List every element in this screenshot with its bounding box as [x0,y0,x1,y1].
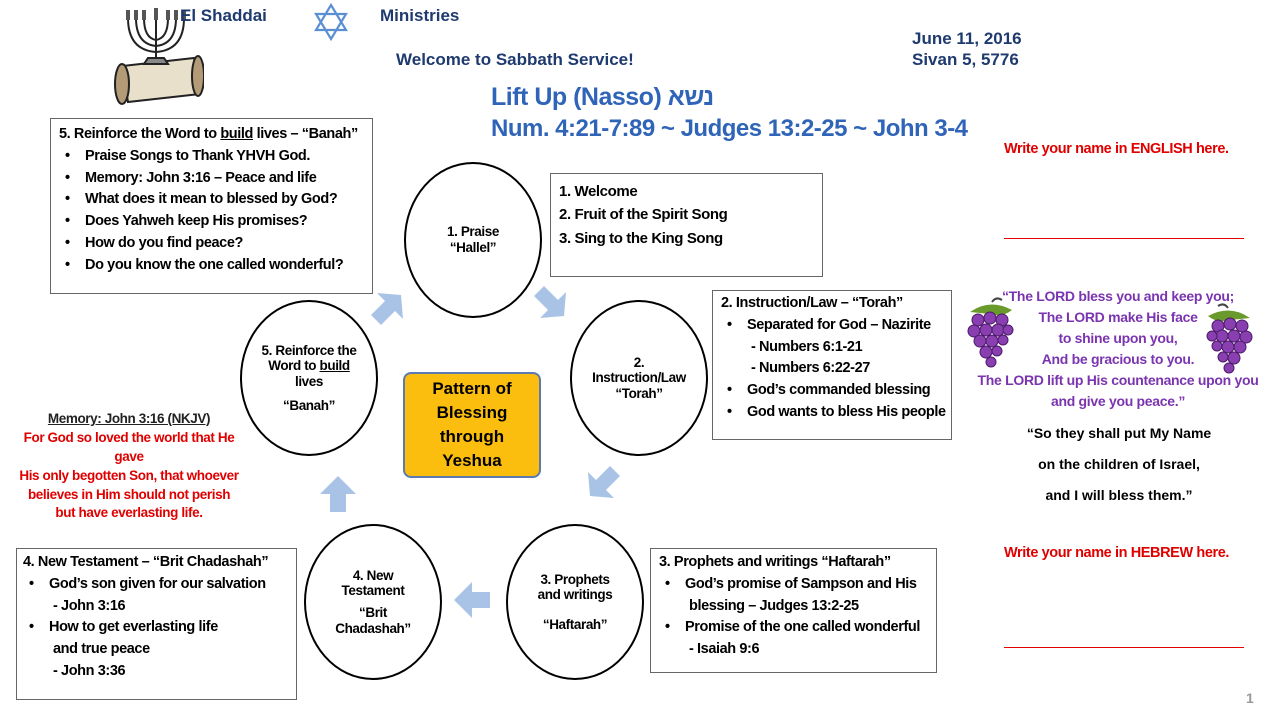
list-item: 3. Sing to the King Song [559,229,723,247]
star-of-david-icon [314,2,348,42]
list-item: Separated for God – Nazirite [721,315,943,337]
arrow-up-icon [320,476,356,512]
box-torah: 2. Instruction/Law – “Torah” Separated f… [712,290,952,440]
list-item: How do you find peace? [59,233,364,255]
welcome-text: Welcome to Sabbath Service! [396,50,634,69]
blessing-line: And be gracious to you. [1041,351,1195,367]
list-item: God’s promise of Sampson and His [659,574,928,596]
arrow-down-left-icon [588,466,620,498]
blessing-line: The LORD lift up His countenance upon yo… [977,372,1259,388]
box-torah-heading: 2. Instruction/Law – “Torah” [721,295,903,311]
box-banah-heading: 5. Reinforce the Word to build lives – “… [59,126,358,142]
quote-line: “So they shall put My Name [1026,425,1212,441]
arrow-down-right-icon [534,286,566,318]
memory-verse: Memory: John 3:16 (NKJV) For God so love… [8,410,250,523]
box-haftarah-heading: 3. Prophets and writings “Haftarah” [659,554,891,570]
list-item: Does Yahweh keep His promises? [59,211,364,233]
org-name-right: Ministries [380,6,460,25]
box-praise: 1. Welcome 2. Fruit of the Spirit Song 3… [550,173,823,277]
list-item: Memory: John 3:16 – Peace and life [59,168,364,190]
memory-verse-line: believes in Him should not perish [27,486,231,502]
quote-line: on the children of Israel, [1038,455,1200,472]
list-item: - Isaiah 9:6 [689,641,760,657]
date-gregorian: June 11, 2016 [912,29,1022,48]
blessing-line: The LORD make His face [1038,309,1198,325]
parasha-title: Lift Up (Nasso) נשא [491,83,714,111]
list-item: - Numbers 6:22-27 [751,360,870,377]
list-item: blessing – Judges 13:2-25 [689,597,859,614]
box-banah: 5. Reinforce the Word to build lives – “… [50,118,373,294]
english-name-line[interactable] [1004,238,1244,239]
memory-verse-line: but have everlasting life. [55,505,203,521]
box-brit: 4. New Testament – “Brit Chadashah” God’… [16,548,297,700]
grapes-icon [967,297,1014,368]
memory-verse-title: Memory: John 3:16 (NKJV) [47,411,211,426]
grapes-icon [1206,303,1253,374]
cycle-circle-torah: 2.Instruction/Law“Torah” [570,300,708,456]
list-item: and true peace [53,641,150,657]
list-item: 2. Fruit of the Spirit Song [559,206,728,224]
list-item: How to get everlasting life [23,617,290,639]
box-brit-heading: 4. New Testament – “Brit Chadashah” [23,554,269,570]
name-quote: “So they shall put My Name on the childr… [984,418,1254,510]
write-hebrew-label: Write your name in HEBREW here. [1004,545,1230,561]
list-item: Do you know the one called wonderful? [59,255,364,277]
arrow-right-icon [371,293,403,325]
arrow-left-icon [454,582,490,618]
menorah-scroll-logo [114,8,204,105]
list-item: God wants to bless His people [721,402,946,424]
box-haftarah: 3. Prophets and writings “Haftarah” God’… [650,548,937,673]
write-english-label: Write your name in ENGLISH here. [1004,141,1229,157]
list-item: - John 3:16 [53,597,126,614]
cycle-circle-praise: 1. Praise“Hallel” [404,162,542,318]
blessing-line: “The LORD bless you and keep you; [1001,288,1235,304]
blessing-line: to shine upon you, [1058,330,1178,346]
memory-verse-line: His only begotten Son, that whoever [19,467,239,483]
readings-title: Num. 4:21-7:89 ~ Judges 13:2-25 ~ John 3… [491,115,968,142]
list-item: - Numbers 6:1-21 [751,338,863,355]
memory-verse-line: For God so loved the world that He gave [23,429,235,464]
page-number: 1 [1246,690,1254,706]
date-hebrew: Sivan 5, 5776 [912,50,1019,69]
list-item: Praise Songs to Thank YHVH God. [59,146,364,168]
list-item: God’s son given for our salvation [23,574,290,596]
hebrew-name-line[interactable] [1004,647,1244,648]
org-name-left: El Shaddai [180,6,267,25]
list-item: Promise of the one called wonderful [659,617,928,639]
quote-line: and I will bless them.” [1045,486,1193,503]
list-item: What does it mean to blessed by God? [59,189,364,211]
list-item: God’s commanded blessing [721,380,943,402]
aaronic-blessing: “The LORD bless you and keep you; The LO… [960,286,1276,412]
list-item: 1. Welcome [559,183,638,200]
list-item: - John 3:36 [53,662,126,679]
blessing-line: and give you peace.” [1050,393,1186,409]
